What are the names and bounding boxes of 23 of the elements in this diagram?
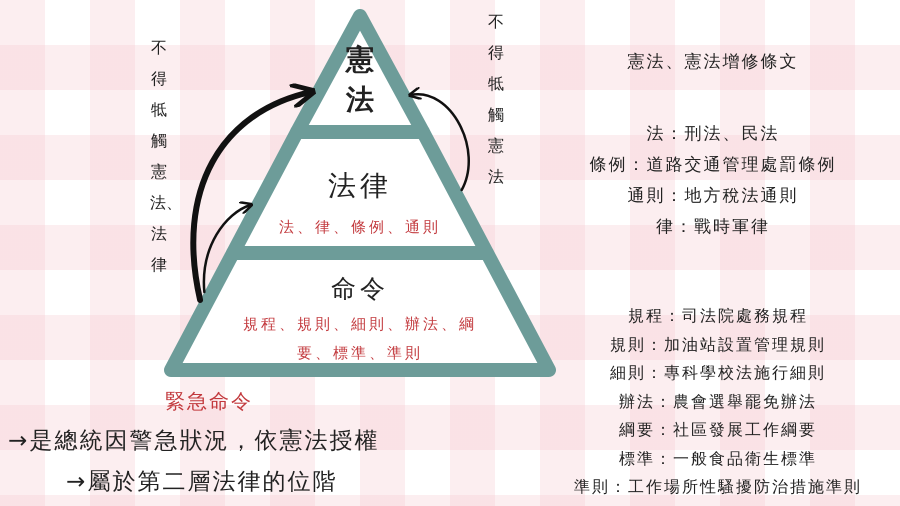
example-text: 細則：專科學校法施行細則	[610, 363, 826, 384]
tier-title: 憲法	[344, 42, 375, 118]
example-text: 綱要：社區發展工作綱要	[619, 420, 817, 441]
example-text: 準則：工作場所性騷擾防治措施準則	[574, 477, 862, 498]
example-text: 條例：道路交通管理處罰條例	[590, 154, 836, 176]
note-text: →是總統因警急狀況，依憲法授權	[8, 427, 380, 456]
example-text: 憲法、憲法增修條文	[628, 51, 798, 73]
example-text: 標準：一般食品衛生標準	[619, 449, 817, 470]
example-text: 法：刑法、民法	[646, 123, 780, 145]
tier-examples: 規程、規則、細則、辦法、綱要、標準、準則	[242, 314, 478, 364]
vertical-note: 不得牴觸憲法	[487, 11, 505, 188]
example-text: 辦法：農會選舉罷免辦法	[619, 392, 817, 413]
example-text: 律：戰時軍律	[656, 216, 770, 238]
note-text: →屬於第二層法律的位階	[66, 468, 338, 497]
example-text: 規程：司法院處務規程	[628, 306, 808, 327]
curved-arrow	[407, 86, 470, 192]
heading: 緊急命令	[165, 388, 253, 415]
example-text: 規則：加油站設置管理規則	[610, 335, 826, 356]
tier-examples: 法、律、條例、通則	[278, 217, 442, 238]
example-text: 通則：地方稅法通則	[628, 185, 798, 207]
curved-arrow	[202, 202, 254, 294]
tier-title: 命令	[330, 273, 390, 305]
tier-title: 法律	[327, 168, 393, 204]
